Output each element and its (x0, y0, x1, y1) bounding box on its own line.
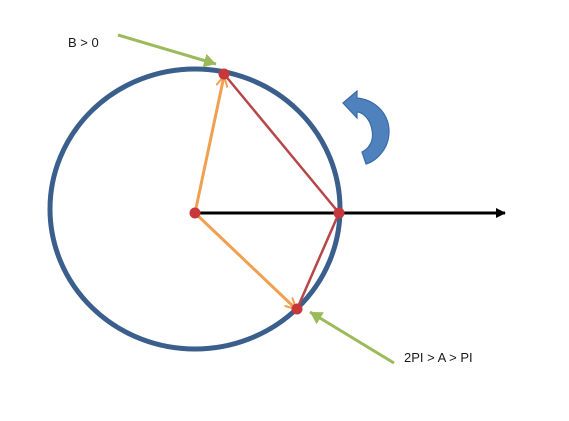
center-point (189, 207, 201, 219)
bottom-point (291, 303, 303, 315)
pointer-to-top-point (117, 33, 217, 68)
top-point (218, 68, 230, 80)
vector-to-bottom-point (193, 211, 296, 309)
axis-intersection-point (333, 207, 345, 219)
curved-arrow-icon (342, 89, 390, 165)
pointer-to-bottom-point (309, 310, 395, 365)
chord-axis-to-bottom (295, 212, 341, 310)
label-bottom-point: 2PI > A > PI (404, 350, 473, 365)
label-top-point: B > 0 (68, 35, 99, 50)
chord-top-to-axis (223, 73, 340, 214)
vector-to-top-point (193, 76, 224, 214)
